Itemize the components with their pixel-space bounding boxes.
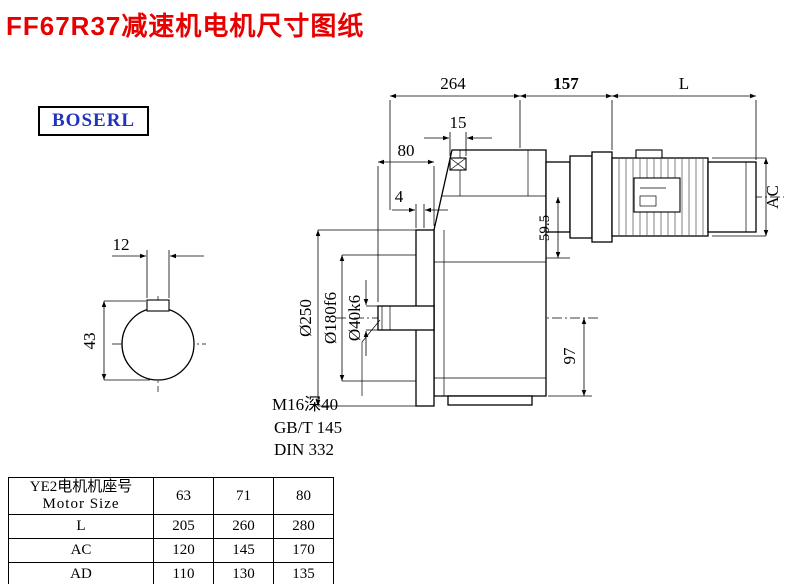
dim-axis-to-base-label: 97 — [560, 347, 579, 365]
dim-motor-height-label: AC — [763, 185, 782, 209]
note-tapped-hole: M16深40 — [272, 395, 338, 414]
note-din-standard: DIN 332 — [274, 440, 334, 459]
table-row-L: L 205 260 280 — [8, 514, 334, 539]
table-header-en: Motor Size — [42, 496, 120, 512]
table-header-row: YE2电机机座号 Motor Size 63 71 80 — [8, 477, 334, 515]
cell-L-71: 260 — [213, 514, 274, 539]
dim-axis-offset-label: 59.5 — [537, 215, 553, 241]
note-leader-line — [361, 319, 381, 396]
motor-lifting-boss — [635, 149, 663, 159]
table-row-AC: AC 120 145 170 — [8, 538, 334, 563]
motor-nameplate — [633, 177, 681, 213]
spec-table: YE2电机机座号 Motor Size 63 71 80 L 205 260 2… — [8, 477, 334, 584]
dim-motor-length-label: L — [679, 74, 689, 93]
cell-AC-80: 170 — [273, 538, 334, 563]
cell-L-80: 280 — [273, 514, 334, 539]
motor-adapter — [569, 155, 593, 239]
page-title: FF67R37减速机电机尺寸图纸 — [6, 11, 365, 41]
cell-AD-71: 130 — [213, 562, 274, 584]
shaft-bore-circle — [121, 307, 195, 381]
note-gb-standard: GB/T 145 — [274, 418, 342, 437]
dimension-keyway-height: 43 — [80, 300, 150, 381]
shaft-section-view: 12 43 — [80, 235, 206, 392]
motor-flange — [591, 151, 613, 243]
dim-spigot-dia-label: Ø180f6 — [321, 292, 340, 344]
size-column-63: 63 — [153, 477, 214, 515]
brand-text: BOSERL — [52, 110, 136, 131]
row-label-AC: AC — [8, 538, 154, 563]
table-header-cn: YE2电机机座号 — [29, 479, 133, 495]
size-column-80: 80 — [273, 477, 334, 515]
gearbox-housing — [433, 149, 547, 397]
dim-gearbox-length-label: 264 — [440, 74, 466, 93]
main-side-view — [336, 149, 784, 407]
housing-base — [447, 395, 533, 406]
cell-AC-63: 120 — [153, 538, 214, 563]
size-column-71: 71 — [213, 477, 274, 515]
row-label-L: L — [8, 514, 154, 539]
dimension-keyway-width: 12 — [112, 235, 204, 298]
row-label-AD: AD — [8, 562, 154, 584]
brand-badge: BOSERL — [38, 106, 150, 136]
dimensions: 264 157 L 15 80 4 Ø250 — [272, 74, 782, 459]
dim-boss-width-label: 15 — [450, 113, 467, 132]
dim-shaft-to-flange-label: 80 — [398, 141, 415, 160]
fan-cover — [707, 161, 757, 233]
output-shaft — [377, 305, 435, 331]
keyway-slot — [146, 299, 170, 312]
table-header-motor-size: YE2电机机座号 Motor Size — [8, 477, 154, 515]
table-row-AD: AD 110 130 135 — [8, 562, 334, 584]
dim-keyway-height-label: 43 — [80, 333, 99, 350]
cell-AC-71: 145 — [213, 538, 274, 563]
cell-AD-63: 110 — [153, 562, 214, 584]
dim-keyway-width-label: 12 — [113, 235, 130, 254]
cell-L-63: 205 — [153, 514, 214, 539]
dim-flange-lip-label: 4 — [395, 187, 404, 206]
dim-flange-dia-label: Ø250 — [296, 299, 315, 337]
dim-adapter-length-label: 157 — [553, 74, 579, 93]
cell-AD-80: 135 — [273, 562, 334, 584]
dim-shaft-dia-label: Ø40k6 — [345, 295, 364, 341]
